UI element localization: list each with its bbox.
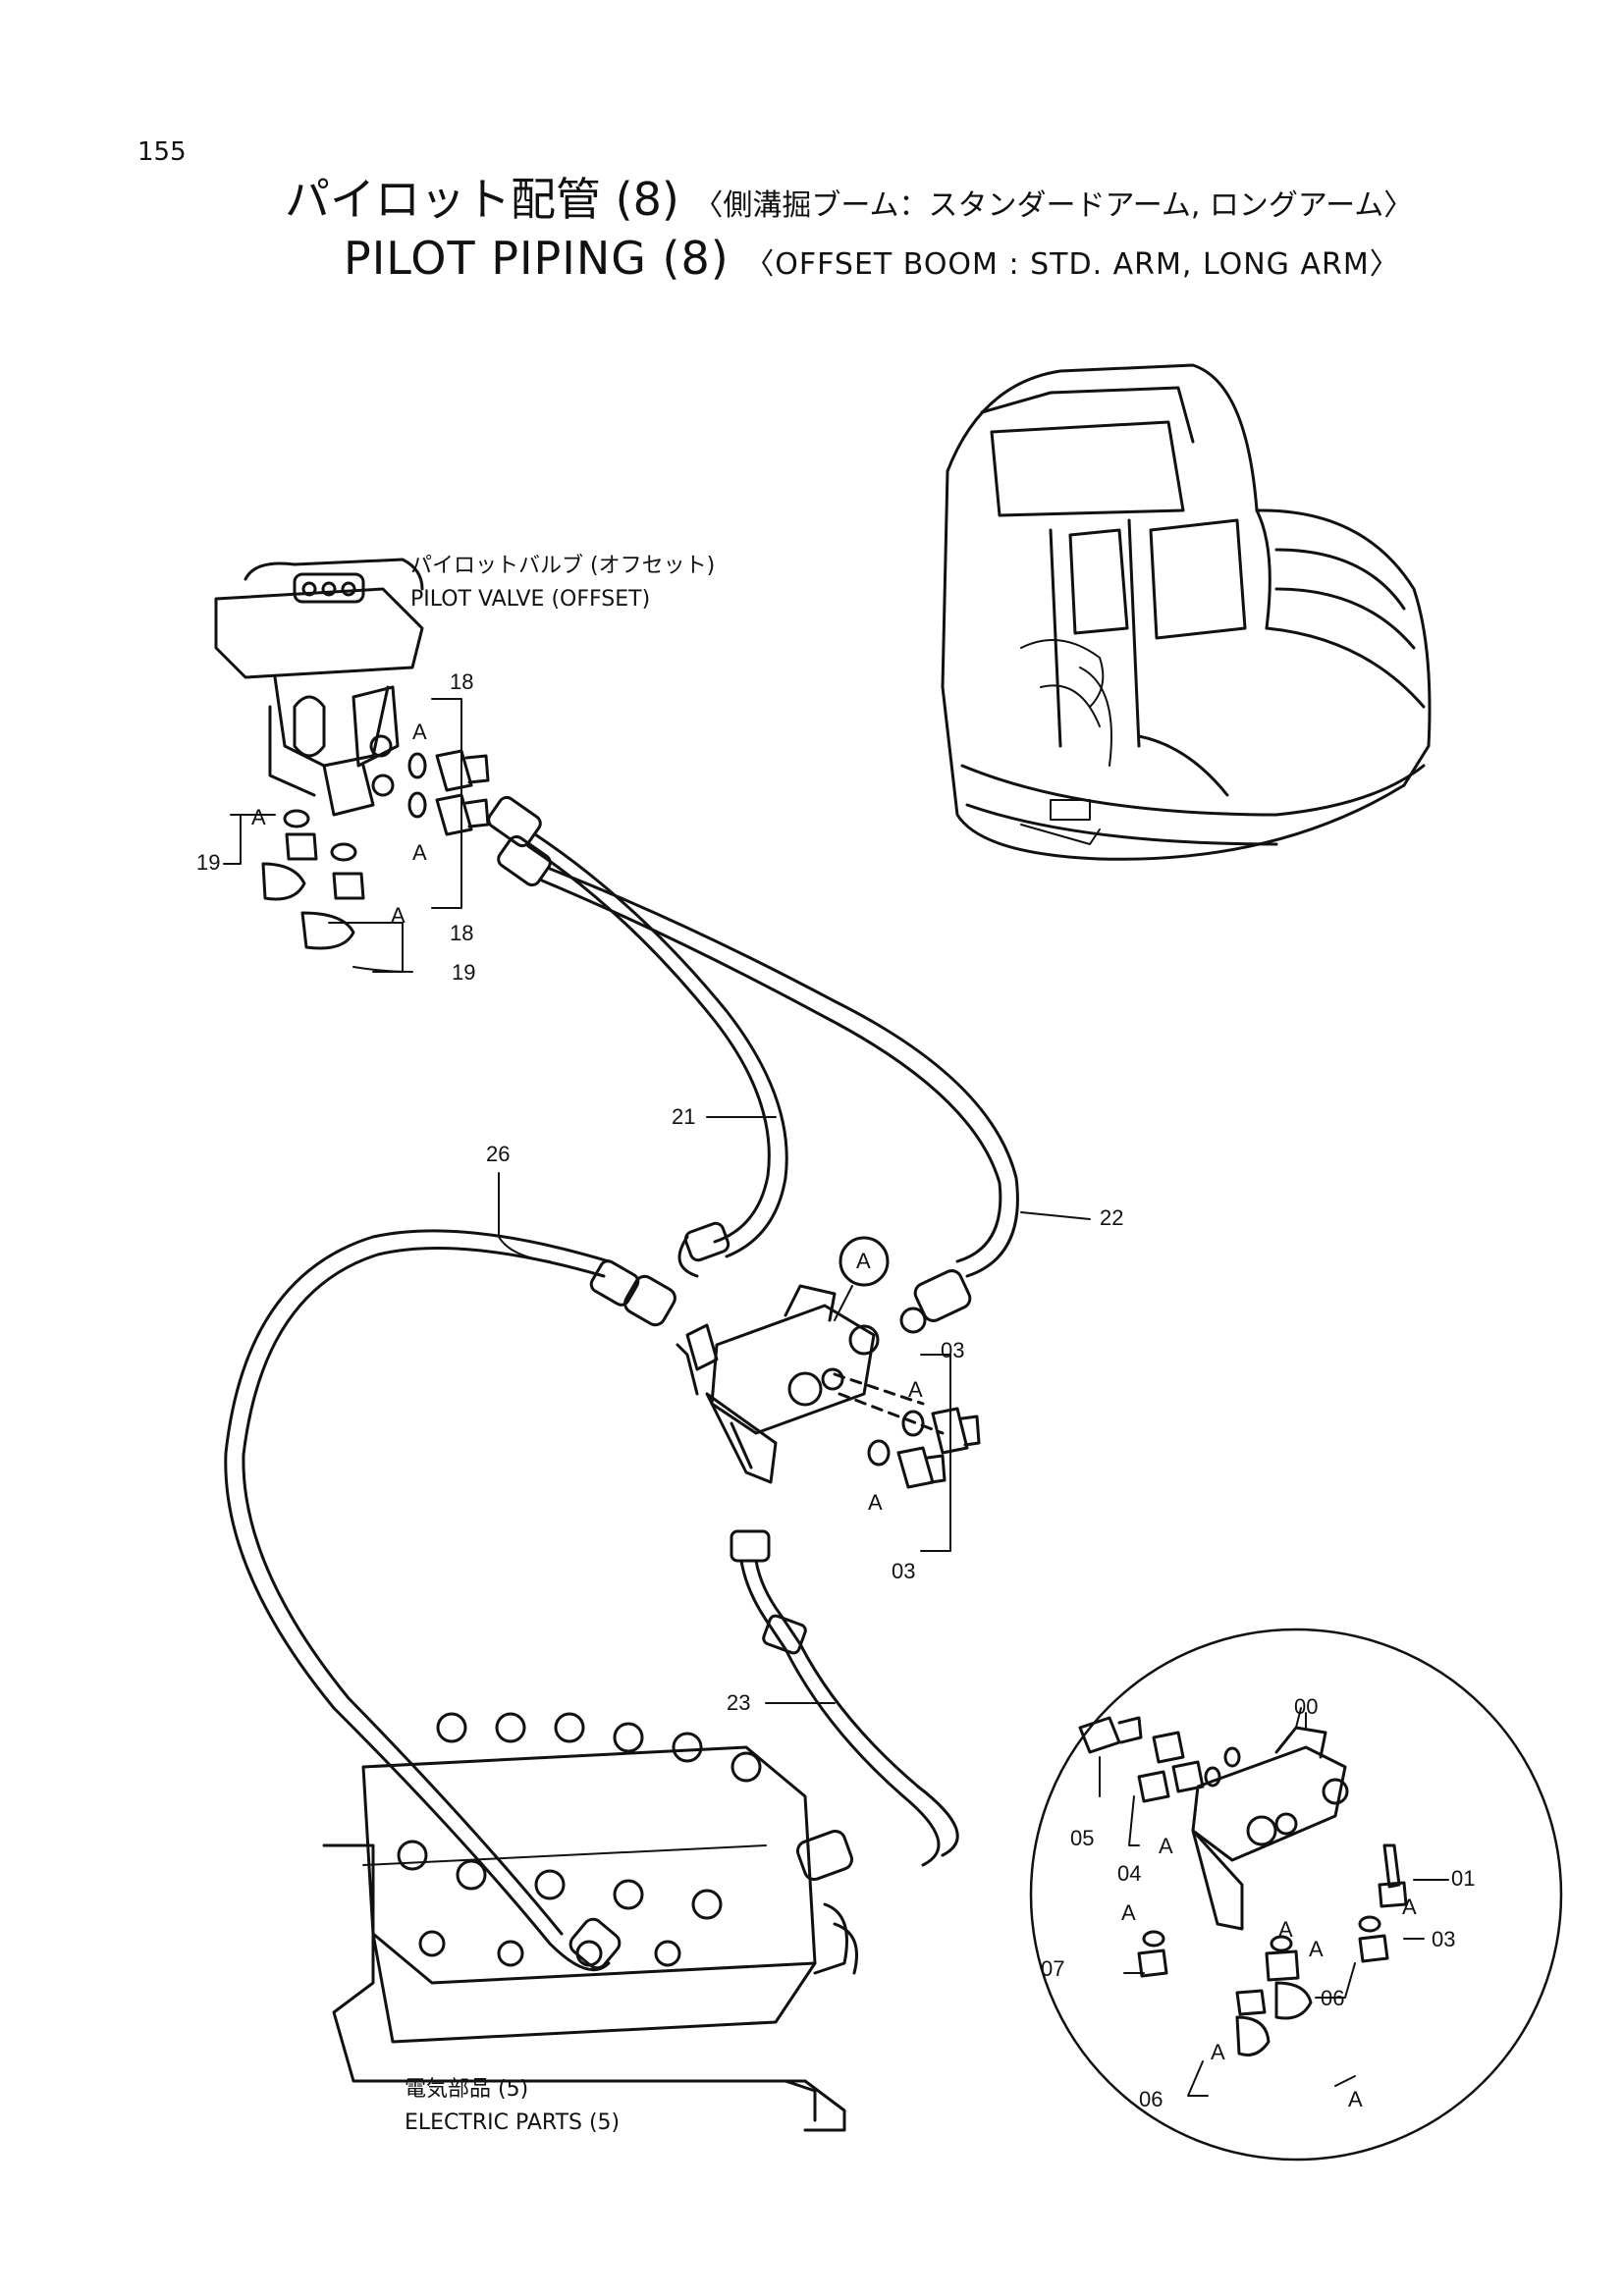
leader-lines xyxy=(498,1116,1449,2087)
callout-a-4: A xyxy=(391,903,406,928)
title-jp-main: パイロット配管 xyxy=(285,173,601,226)
callout-d-1: A xyxy=(1159,1834,1173,1858)
detail-part-number-06-bottom: 06 xyxy=(1139,2087,1163,2111)
detail-part-number-04: 04 xyxy=(1117,1861,1142,1886)
pilot-valve-label-en: PILOT VALVE (OFFSET) xyxy=(410,587,651,612)
callout-a-5: A xyxy=(908,1377,923,1402)
electric-parts-label-jp: 電気部品 (5) xyxy=(405,2077,529,2102)
detail-view-a xyxy=(1029,1628,1563,2162)
part-number-26: 26 xyxy=(486,1142,511,1166)
callout-a-circle: A xyxy=(856,1249,871,1273)
callout-a-1: A xyxy=(412,720,427,744)
part-number-18-top: 18 xyxy=(450,669,474,694)
title-english: PILOT PIPING (8) 〈OFFSET BOOM : STD. ARM… xyxy=(344,236,1400,281)
callout-d-3: A xyxy=(1121,1900,1136,1925)
hose-26 xyxy=(224,1229,676,1972)
part-number-03-top: 03 xyxy=(941,1338,965,1362)
detail-part-number-06-right: 06 xyxy=(1321,1986,1345,2010)
callout-a-2: A xyxy=(412,840,427,865)
part-number-21: 21 xyxy=(672,1104,696,1129)
callout-d-2: A xyxy=(1402,1895,1417,1919)
detail-part-number-03: 03 xyxy=(1432,1927,1456,1951)
callout-d-4: A xyxy=(1309,1937,1324,1961)
part-number-22: 22 xyxy=(1100,1205,1124,1230)
hose-23 xyxy=(730,1529,959,1882)
hose-21 xyxy=(487,795,788,1278)
hose-22 xyxy=(497,834,1019,1334)
control-valve-illustration xyxy=(322,1712,858,2132)
part-number-03-bottom: 03 xyxy=(892,1559,916,1583)
page-number: 155 xyxy=(137,137,187,167)
title-en-main: PILOT PIPING xyxy=(344,232,647,285)
callout-d-6: A xyxy=(1278,1917,1293,1942)
callout-a-3: A xyxy=(251,805,266,829)
title-jp-number: (8) xyxy=(615,173,679,226)
part-number-19-left: 19 xyxy=(196,850,221,875)
detail-part-number-07: 07 xyxy=(1041,1956,1065,1981)
title-en-number: (8) xyxy=(662,232,730,285)
title-en-subtitle: 〈OFFSET BOOM : STD. ARM, LONG ARM〉 xyxy=(744,247,1400,282)
callout-d-5: A xyxy=(1211,2040,1225,2064)
electric-parts-label-en: ELECTRIC PARTS (5) xyxy=(405,2110,621,2135)
title-jp-subtitle: 〈側溝掘ブーム：スタンダードアーム, ロングアーム〉 xyxy=(693,188,1414,223)
part-number-19-bottom: 19 xyxy=(452,960,476,985)
part-number-23: 23 xyxy=(727,1690,751,1715)
excavator-cab-illustration xyxy=(941,363,1432,861)
part-number-18-bottom: 18 xyxy=(450,921,474,945)
detail-part-number-00: 00 xyxy=(1294,1694,1319,1719)
pilot-valve-illustration xyxy=(214,558,424,817)
callout-a-6: A xyxy=(868,1490,883,1515)
shuttle-valve-illustration xyxy=(676,1236,981,1552)
detail-part-number-01: 01 xyxy=(1451,1866,1476,1891)
title-japanese: パイロット配管 (8) 〈側溝掘ブーム：スタンダードアーム, ロングアーム〉 xyxy=(285,177,1413,222)
detail-part-number-05: 05 xyxy=(1070,1826,1095,1850)
callout-a-detail: A xyxy=(1348,2087,1363,2111)
pilot-valve-fittings xyxy=(223,698,490,973)
pilot-valve-label-jp: パイロットバルブ (オフセット) xyxy=(410,554,716,578)
